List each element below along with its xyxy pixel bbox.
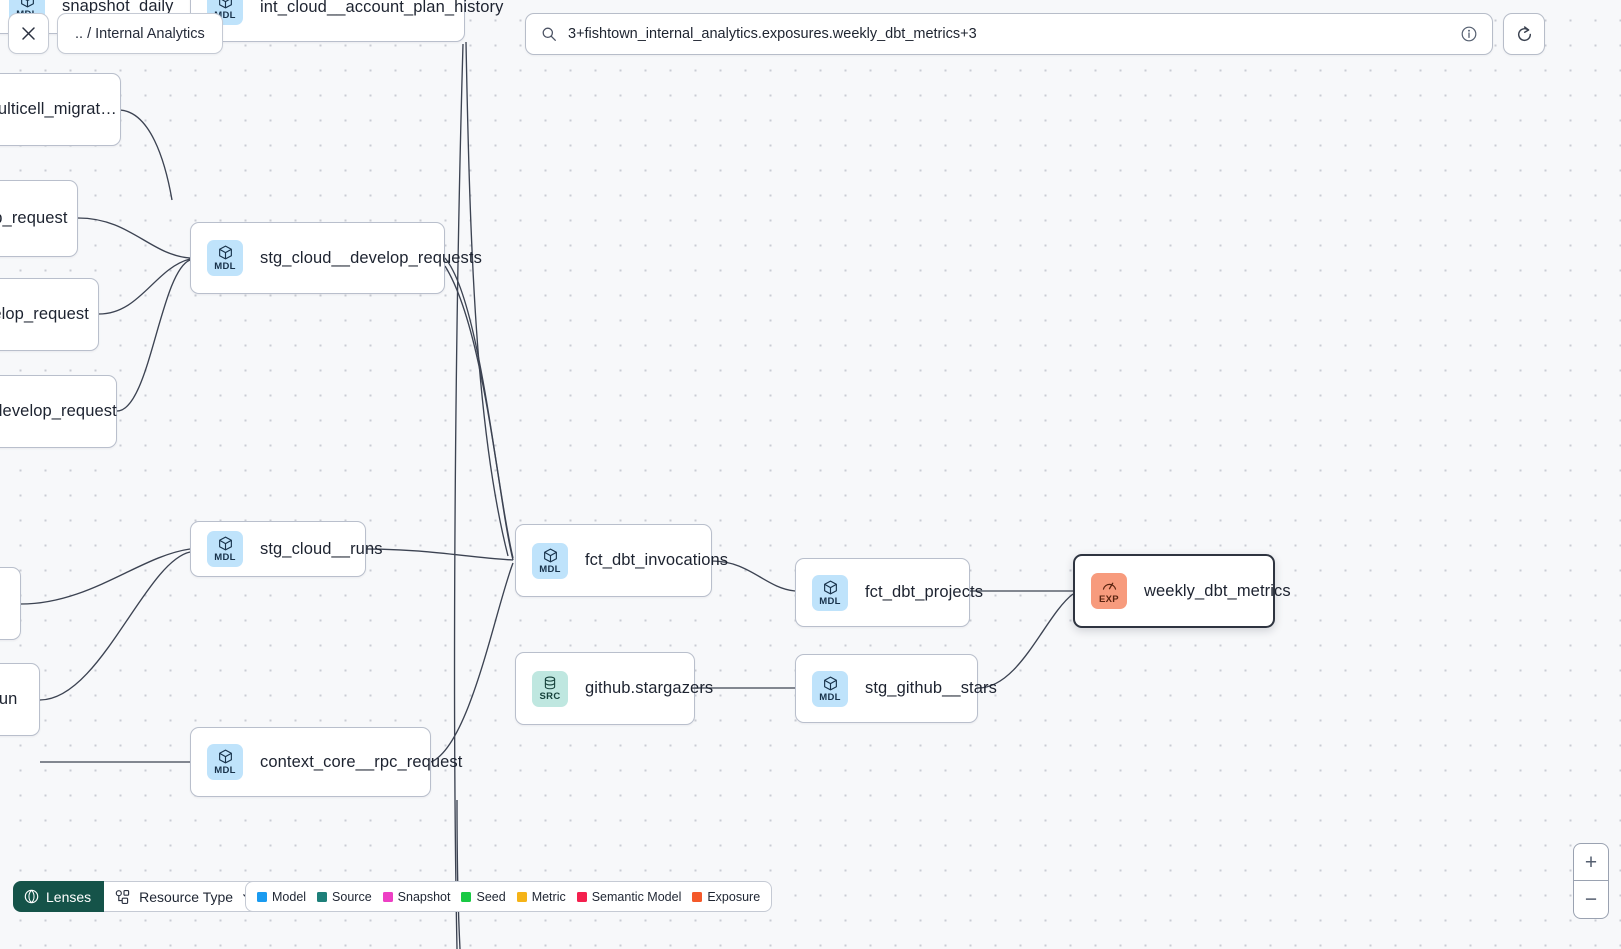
legend-swatch xyxy=(382,891,393,902)
graph-node[interactable]: MDL fct_dbt_projects xyxy=(795,558,983,627)
mdl-badge-icon: MDL xyxy=(532,542,568,579)
graph-node[interactable]: MDL stg_cloud__runs xyxy=(190,521,382,577)
bottom-toolbar: Lenses Resource Type xyxy=(13,881,268,912)
search-bar[interactable]: 3+fishtown_internal_analytics.exposures.… xyxy=(525,13,1493,55)
graph-node[interactable]: MDLmulticell_migrat… xyxy=(0,73,121,146)
graph-node[interactable]: MDLn xyxy=(0,567,21,640)
legend-swatch xyxy=(516,891,527,902)
legend-item[interactable]: Model xyxy=(257,890,306,904)
breadcrumb[interactable]: .. / Internal Analytics xyxy=(57,13,223,54)
graph-node-label: github.stargazers xyxy=(585,679,714,697)
graph-node[interactable]: SRC github.stargazers xyxy=(515,652,713,725)
info-icon[interactable] xyxy=(1460,25,1478,43)
graph-node[interactable]: MDL context_core__rpc_request xyxy=(190,727,462,797)
graph-node-label: fct_dbt_invocations xyxy=(585,551,729,569)
mdl-badge-icon: MDL xyxy=(207,240,243,276)
src-badge-icon: SRC xyxy=(532,670,568,707)
lenses-label: Lenses xyxy=(46,888,92,905)
graph-node[interactable]: MDLvelop_request xyxy=(0,278,99,351)
graph-node[interactable]: MDL stg_cloud__develop_requests xyxy=(190,222,482,294)
mdl-badge-icon: MDL xyxy=(812,574,848,611)
resource-type-label: Resource Type xyxy=(139,888,234,905)
search-icon xyxy=(542,27,556,41)
legend-label: Metric xyxy=(531,889,566,904)
graph-node-label: snapshot_daily xyxy=(62,0,174,15)
graph-node-label: int_cloud__account_plan_history xyxy=(260,0,504,16)
legend-label: Model xyxy=(272,889,307,904)
legend-label: Semantic Model xyxy=(591,889,682,904)
zoom-controls: + − xyxy=(1573,843,1609,919)
graph-node-label: _develop_request xyxy=(0,402,117,420)
graph-node-label: weekly_dbt_metrics xyxy=(1144,581,1291,600)
resource-type-dropdown[interactable]: Resource Type xyxy=(104,881,268,912)
legend-swatch xyxy=(257,891,267,902)
graph-node-label: context_core__rpc_request xyxy=(260,752,463,771)
legend-swatch xyxy=(461,891,472,902)
legend-item[interactable]: Exposure xyxy=(692,890,760,904)
breadcrumb-label: .. / Internal Analytics xyxy=(75,25,205,42)
close-button[interactable] xyxy=(8,13,49,54)
mdl-badge-icon: MDL xyxy=(812,670,848,707)
graph-node-label: stg_cloud__runs xyxy=(260,539,383,558)
legend-label: Source xyxy=(332,889,372,904)
legend-item[interactable]: Semantic Model xyxy=(576,889,682,904)
resource-type-legend: Model Source Snapshot Seed Metric Semantic Mo… xyxy=(245,881,773,912)
legend-item[interactable]: Snapshot xyxy=(382,889,451,904)
legend-item[interactable]: Metric xyxy=(516,889,566,904)
zoom-out-label: − xyxy=(1584,888,1598,911)
legend-label: Exposure xyxy=(707,889,761,904)
graph-node[interactable]: MDL_develop_request xyxy=(0,375,117,448)
legend-item[interactable]: Seed xyxy=(461,889,506,904)
legend-item[interactable]: Source xyxy=(317,890,372,904)
graph-node[interactable]: MDLop_request xyxy=(0,180,78,257)
refresh-icon xyxy=(1517,25,1531,41)
refresh-button[interactable] xyxy=(1503,13,1545,55)
mdl-badge-icon: MDL xyxy=(207,744,243,780)
exp-badge-icon: EXP xyxy=(1091,573,1127,609)
lens-icon xyxy=(24,889,39,904)
legend-swatch xyxy=(692,891,703,902)
zoom-in-label: + xyxy=(1584,850,1598,874)
close-icon xyxy=(22,27,35,40)
graph-node[interactable]: MDL fct_dbt_invocations xyxy=(515,524,728,597)
graph-node-label: op_request xyxy=(0,209,68,227)
legend-swatch xyxy=(576,891,587,902)
graph-node-label: fct_dbt_projects xyxy=(865,583,984,601)
graph-node-label: stg_cloud__develop_requests xyxy=(260,248,482,267)
legend-swatch xyxy=(317,891,328,902)
graph-node[interactable]: MDL_run xyxy=(0,663,40,736)
zoom-out-button[interactable]: − xyxy=(1574,881,1608,918)
graph-node[interactable]: EXP weekly_dbt_metrics xyxy=(1073,554,1291,628)
graph-node[interactable]: MDL stg_github__stars xyxy=(795,654,997,723)
lenses-button[interactable]: Lenses xyxy=(13,881,105,912)
graph-node-label: velop_request xyxy=(0,305,89,323)
legend-label: Snapshot xyxy=(397,889,451,904)
search-input[interactable]: 3+fishtown_internal_analytics.exposures.… xyxy=(568,26,977,42)
zoom-in-button[interactable]: + xyxy=(1574,844,1608,881)
graph-node-label: multicell_migrat… xyxy=(0,100,117,118)
resource-type-icon xyxy=(115,889,130,904)
mdl-badge-icon: MDL xyxy=(207,531,243,567)
graph-node-label: _run xyxy=(0,690,18,708)
legend-label: Seed xyxy=(476,889,506,904)
graph-node-label: stg_github__stars xyxy=(865,679,997,697)
